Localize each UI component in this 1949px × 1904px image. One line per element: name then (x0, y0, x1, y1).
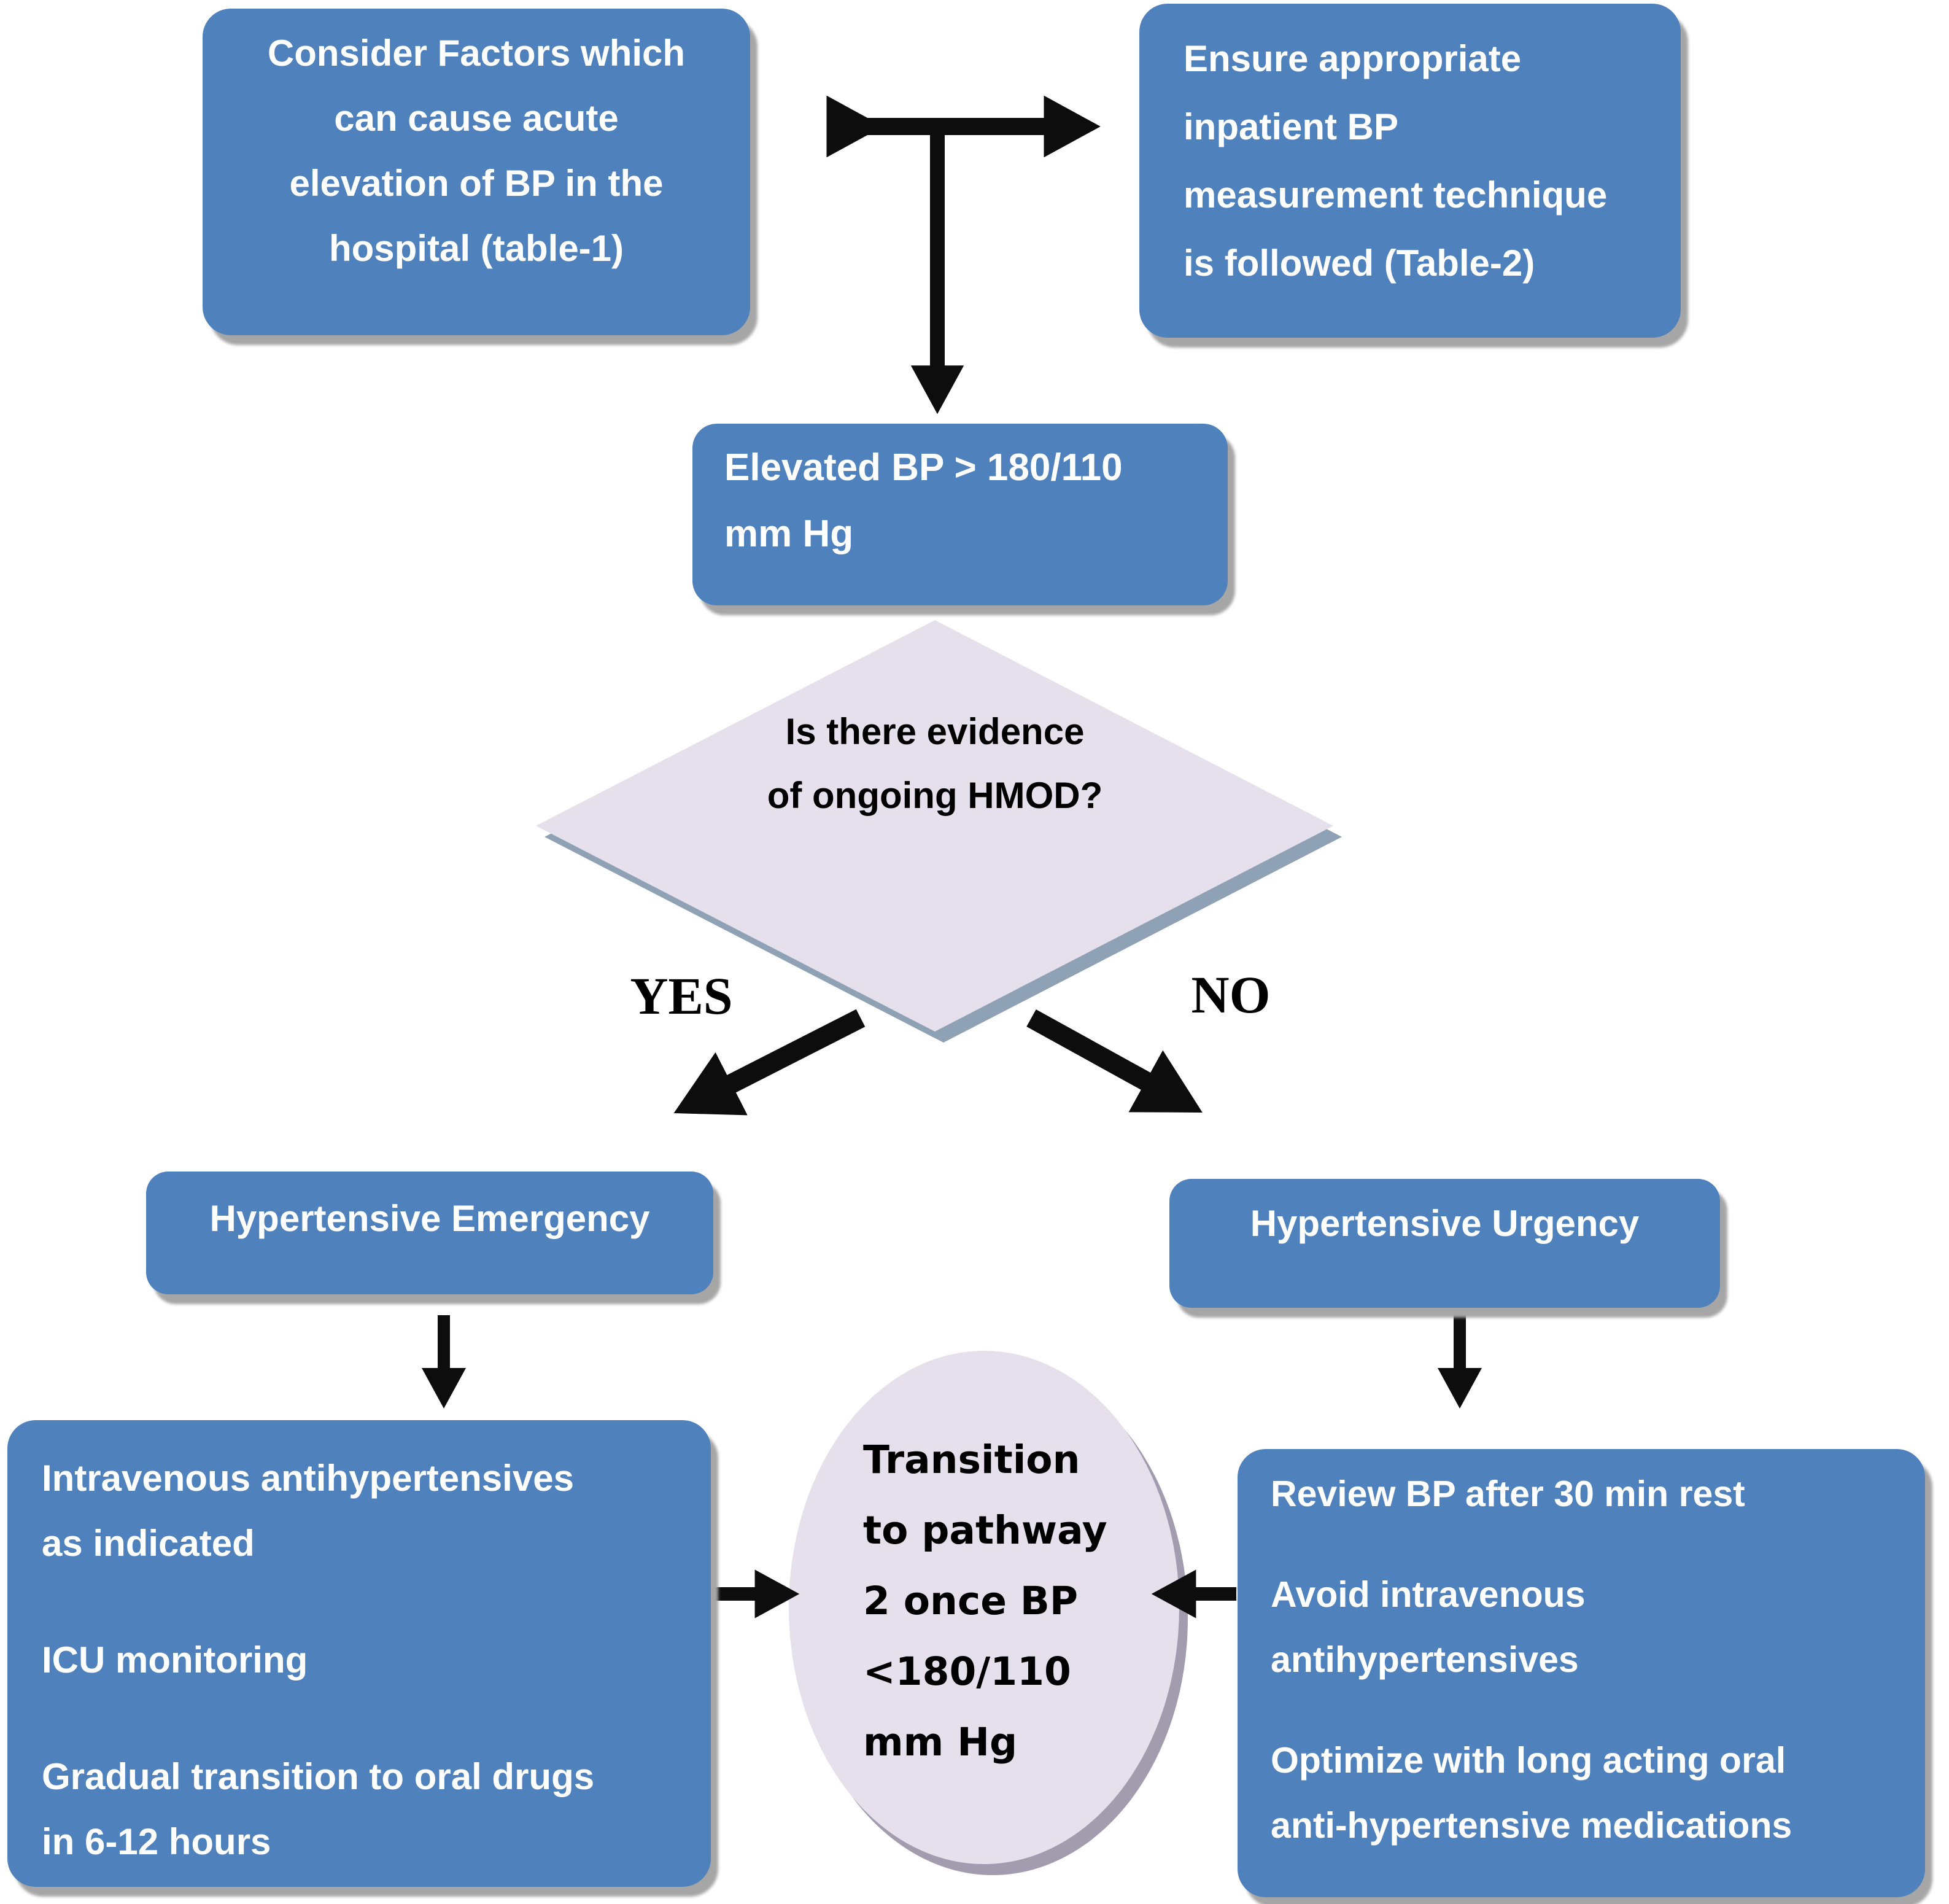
action-paragraph: ICU monitoring (42, 1628, 308, 1693)
action-paragraph: Review BP after 30 min rest (1271, 1461, 1745, 1526)
text-line: Transition (863, 1437, 1080, 1482)
text-line: to pathway (863, 1508, 1107, 1553)
text-line: is followed (Table-2) (1184, 243, 1535, 284)
text-line: Is there evidence (785, 711, 1085, 752)
decision-hmod-text: Is there evidence of ongoing HMOD? (689, 700, 1180, 828)
action-paragraph: Gradual transition to oral drugs in 6-12… (42, 1744, 594, 1875)
decision-diamond (536, 620, 1333, 1032)
text-line: elevation of BP in the (289, 163, 664, 204)
node-urgency-actions: Review BP after 30 min rest Avoid intrav… (1238, 1449, 1925, 1897)
text-line: inpatient BP (1184, 106, 1399, 147)
text-line: Intravenous antihypertensives (42, 1458, 574, 1499)
text-line: Avoid intravenous (1271, 1574, 1586, 1615)
node-consider-factors: Consider Factors which can cause acute e… (203, 9, 750, 335)
arrow-no-branch (1026, 1009, 1203, 1113)
text-line: mm Hg (863, 1720, 1018, 1765)
text-line: Optimize with long acting oral (1271, 1740, 1786, 1781)
branch-label-no: NO (1191, 965, 1271, 1024)
transition-ellipse (789, 1351, 1179, 1864)
action-paragraph: Optimize with long acting oral anti-hype… (1271, 1728, 1792, 1858)
transition-pathway-text: Transition to pathway 2 once BP <180/110… (863, 1424, 1145, 1778)
text-line: as indicated (42, 1523, 255, 1564)
text-line: measurement technique (1184, 174, 1608, 216)
text-line: Review BP after 30 min rest (1271, 1474, 1745, 1514)
text-line: Gradual transition to oral drugs (42, 1756, 595, 1797)
text-line: 2 once BP (863, 1579, 1079, 1623)
action-paragraph: Intravenous antihypertensives as indicat… (42, 1446, 574, 1576)
branch-label-yes: YES (630, 966, 733, 1025)
node-ensure-bp-technique: Ensure appropriate inpatient BP measurem… (1139, 4, 1681, 338)
node-emergency-actions: Intravenous antihypertensives as indicat… (7, 1420, 711, 1887)
text-line: Hypertensive Emergency (209, 1198, 650, 1239)
action-paragraph: Avoid intravenous antihypertensives (1271, 1562, 1586, 1692)
node-elevated-bp: Elevated BP > 180/110 mm Hg (692, 424, 1228, 605)
text-line: can cause acute (334, 98, 619, 139)
text-line: of ongoing HMOD? (767, 775, 1103, 816)
text-line: Ensure appropriate (1184, 38, 1522, 79)
text-line: Elevated BP > 180/110 (724, 446, 1123, 489)
text-line: Hypertensive Urgency (1250, 1203, 1640, 1244)
text-line: in 6-12 hours (42, 1821, 271, 1862)
node-hypertensive-urgency: Hypertensive Urgency (1169, 1179, 1720, 1308)
text-line: antihypertensives (1271, 1639, 1579, 1680)
node-hypertensive-emergency: Hypertensive Emergency (146, 1172, 713, 1294)
text-line: Consider Factors which (267, 33, 686, 74)
text-line: <180/110 (863, 1649, 1071, 1694)
text-line: hospital (table-1) (328, 228, 624, 269)
text-line: anti-hypertensive medications (1271, 1805, 1792, 1846)
arrow-yes-branch (673, 1009, 866, 1116)
text-line: ICU monitoring (42, 1639, 308, 1681)
text-line: mm Hg (724, 513, 854, 555)
